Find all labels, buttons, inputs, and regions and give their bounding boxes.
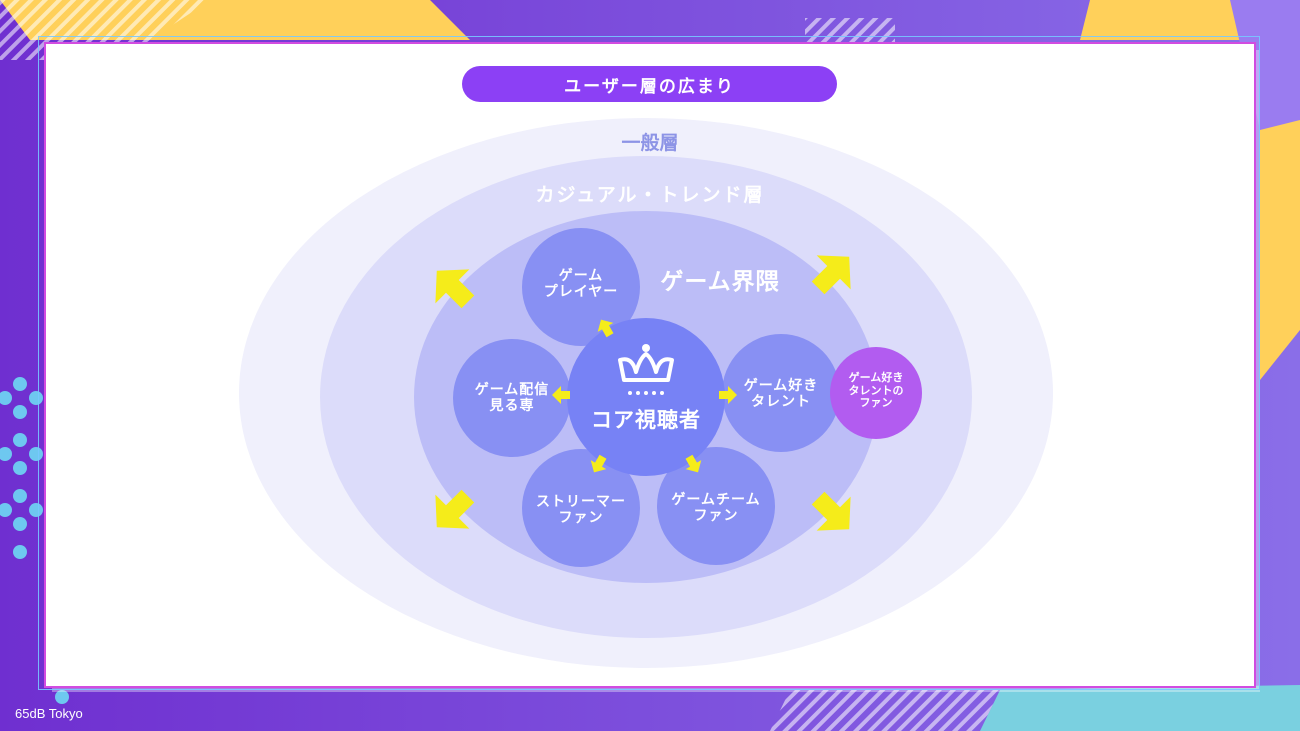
node-talent-fan-label: ゲーム好きタレントのファン [848,371,904,410]
node-game-talent-label: ゲーム好きタレント [743,378,819,411]
expansion-arrows [435,255,851,531]
core-arrows [552,319,737,473]
core-label: コア視聴者 [591,408,701,432]
game-layer-label: ゲーム界隈 [660,269,780,295]
node-team-fan-label: ゲームチームファン [671,492,761,525]
node-stream-viewer [453,339,571,457]
node-streamer-fan [522,449,640,567]
node-talent-fan [830,347,922,439]
node-game-talent [722,334,840,452]
node-stream-viewer-label: ゲーム配信見る専 [474,382,550,415]
node-streamer-fan-label: ストリーマーファン [536,494,626,527]
crown-icon [618,344,674,395]
node-player-label: ゲームプレイヤー [543,268,619,301]
node-player [522,228,640,346]
arrow-bottom-left [435,489,475,529]
arrow-bottom-right [811,491,851,531]
casual-layer-label: カジュアル・トレンド層 [535,184,765,206]
general-layer-label: 一般層 [621,132,679,154]
arrow-top-right [811,255,851,295]
footer-brand: 65dB Tokyo [15,706,83,721]
arrow-top-left [435,269,475,309]
node-team-fan [657,447,775,565]
slide-title: ユーザー層の広まり [462,66,837,102]
core-circle [567,318,725,476]
